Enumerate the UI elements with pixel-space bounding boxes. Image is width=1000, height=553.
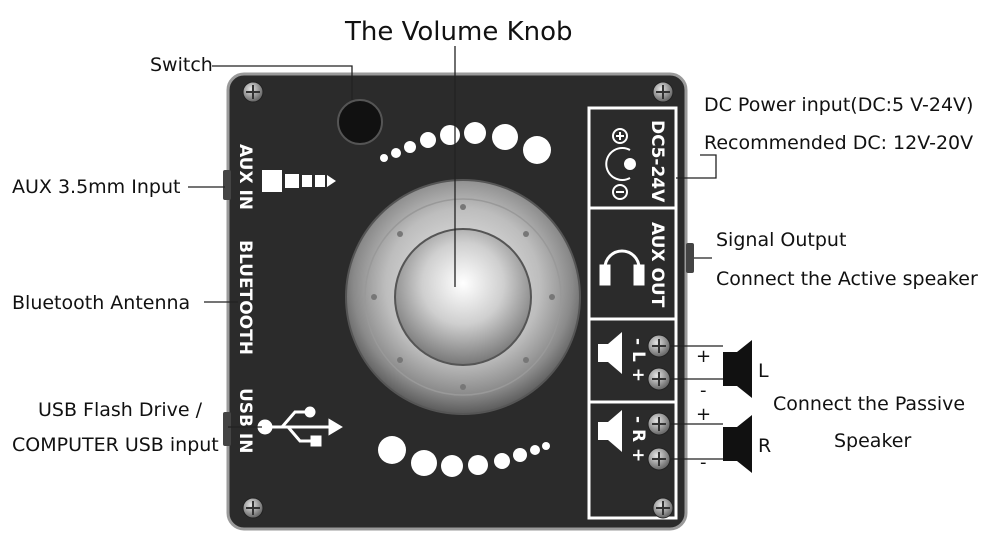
label-dc-power: DC Power input(DC:5 V-24V) [704,94,973,116]
label-usb-line1: USB Flash Drive / [38,399,203,421]
speaker-icon [598,332,622,374]
aux-input-port [223,170,231,200]
headphone-icon [599,249,645,286]
speaker-icon [723,340,752,398]
label-signal-output: Signal Output [716,229,846,251]
terminal-screw-icon [647,412,671,436]
left-speaker-label: L [758,360,769,382]
board-dc-label: DC5-24V [647,120,667,203]
led-indicator-top [380,122,551,164]
corner-screw-icon [652,81,674,103]
board-right-channel-label: - R + [628,416,648,462]
label-passive-line2: Speaker [834,430,911,452]
board-usb-in-label: USB IN [235,388,255,453]
right-minus-mark: - [700,452,707,473]
label-connect-active: Connect the Active speaker [716,268,978,290]
led-indicator-bottom [378,436,550,477]
corner-screw-icon [242,497,264,519]
speaker-icon [598,410,622,452]
dc-polarity-icon [605,128,636,200]
right-speaker-label: R [758,435,771,457]
label-switch: Switch [150,54,213,76]
board-aux-out-label: AUX OUT [647,222,667,308]
usb-icon [257,406,343,447]
label-bluetooth-antenna: Bluetooth Antenna [12,292,190,314]
terminal-screw-icon [647,334,671,358]
label-dc-recommended: Recommended DC: 12V-20V [704,132,973,154]
aux-jack-icon [262,170,336,192]
board-left-channel-label: - L + [628,338,648,382]
board-bluetooth-label: BLUETOOTH [235,240,255,355]
board-aux-in-label: AUX IN [235,144,255,210]
left-minus-mark: - [700,380,707,401]
power-switch-icon[interactable] [337,99,383,145]
right-plus-mark: + [696,404,711,425]
corner-screw-icon [652,497,674,519]
terminal-screw-icon [647,367,671,391]
aux-output-port [686,243,694,273]
volume-knob[interactable] [345,179,581,415]
label-usb-line2: COMPUTER USB input [12,434,219,456]
left-plus-mark: + [696,346,711,367]
speaker-icon [723,415,752,473]
usb-port [223,412,231,446]
corner-screw-icon [242,81,264,103]
label-passive-line1: Connect the Passive [773,393,965,415]
page-title: The Volume Knob [344,17,573,47]
terminal-screw-icon [647,447,671,471]
label-aux-input: AUX 3.5mm Input [12,176,180,198]
